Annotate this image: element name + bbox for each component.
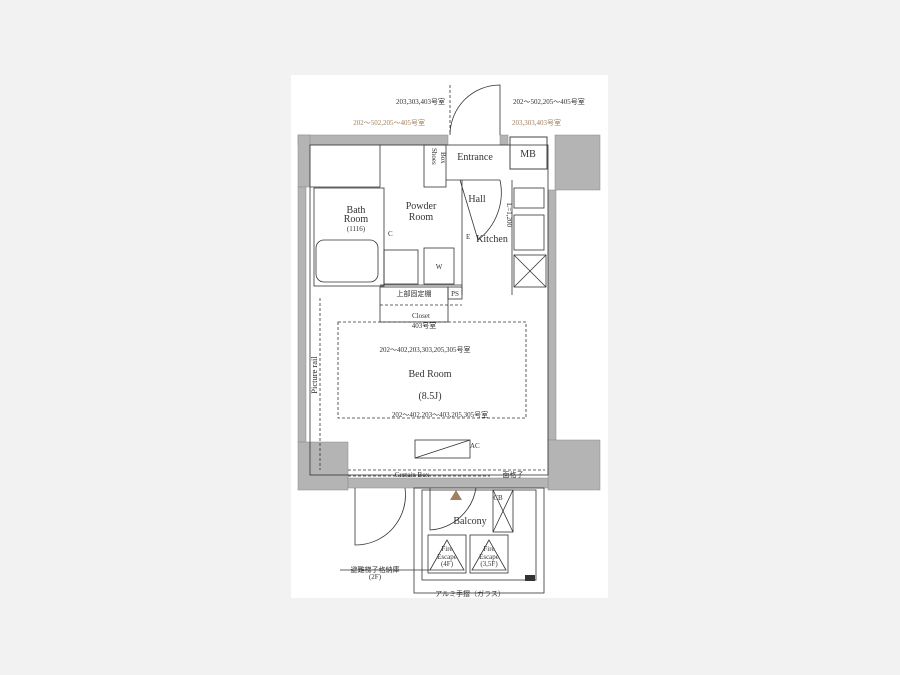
room-bath-1: Bath [347, 205, 366, 216]
note-top-left: 203,303,403号室 [396, 97, 445, 106]
fire-escape-1c: (4F) [441, 560, 454, 568]
curtain-box-label: Curtain Box [395, 471, 430, 479]
balcony-arrow-icon [450, 490, 462, 500]
kitchen-length: L=1,200 [505, 203, 513, 227]
note-top-left-tan: 202～502,205～405号室 [353, 118, 425, 127]
closet-note: 403号室 [412, 321, 437, 330]
ladder-storage-label: 避難梯子格納庫 [351, 565, 400, 574]
bed-top-note: 202～402,203,303,205,305号室 [380, 345, 471, 354]
mb-box [509, 136, 548, 170]
room-mb: MB [520, 149, 536, 160]
floor-plan-drawing: 203,303,403号室 202～502,205～405号室 202～502,… [297, 84, 601, 598]
ladder-floor-label: (2F) [369, 573, 382, 581]
note-top-right: 202～502,205～405号室 [513, 97, 585, 106]
room-bedroom-size: (8.5J) [418, 391, 441, 402]
room-powder-2: Room [409, 212, 434, 223]
label-e: E [466, 233, 470, 241]
ps-label: PS [451, 290, 459, 298]
fire-escape-2b: Escape [479, 553, 499, 561]
shoes-box-label-2: Box [439, 152, 447, 164]
cb-label: CB [493, 494, 503, 502]
washer-label: W [436, 263, 443, 271]
fire-escape-1a: Fire [441, 545, 452, 553]
floor-plan: 203,303,403号室 202～502,205～405号室 202～502,… [291, 75, 608, 598]
lattice-label: 面格子 [503, 470, 524, 479]
room-bath-2: Room [344, 214, 369, 225]
picture-rail-label: Picture rail [309, 356, 319, 394]
shoes-box-label-1: Shoes [430, 148, 438, 165]
room-balcony: Balcony [453, 516, 486, 527]
fire-escape-2c: (3,5F) [480, 560, 498, 568]
fire-escape-1b: Escape [437, 553, 457, 561]
label-c: C [388, 230, 393, 238]
note-top-right-tan: 203,303,403号室 [512, 118, 561, 127]
room-bedroom: Bed Room [408, 369, 451, 380]
walls [297, 134, 601, 491]
closet-label: Closet [412, 312, 430, 320]
handrail-label: アルミ手摺（ガラス） [435, 589, 505, 598]
room-kitchen: Kitchen [476, 234, 508, 245]
fire-escape-2a: Fire [483, 545, 494, 553]
room-powder-1: Powder [406, 201, 437, 212]
room-hall: Hall [468, 194, 485, 205]
bed-bottom-note: 202～402,203～403,205,305号室 [392, 410, 488, 419]
ac-label: AC [470, 442, 480, 450]
upper-shelf-label: 上部固定棚 [397, 289, 432, 298]
room-bath-size: (1116) [347, 225, 366, 233]
room-entrance: Entrance [457, 152, 493, 163]
